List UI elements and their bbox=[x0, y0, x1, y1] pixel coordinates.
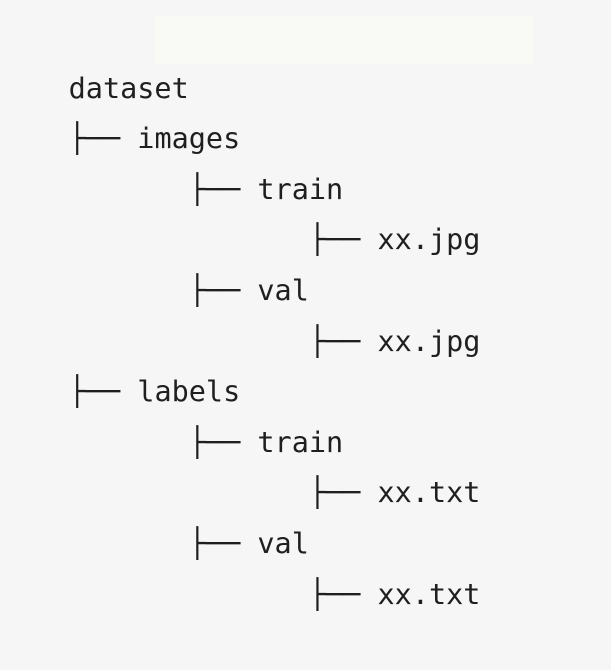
branch-connector: ├── bbox=[68, 223, 378, 256]
code-block: dataset ├── images ├── train ├── xx.jpg … bbox=[0, 14, 534, 611]
branch-connector: ├── bbox=[68, 476, 378, 509]
tree-entry-images-val: ├── val bbox=[0, 216, 309, 307]
tree-entry-labels-val: ├── val bbox=[0, 469, 309, 560]
branch-connector: ├── bbox=[68, 173, 258, 206]
branch-connector: ├── bbox=[68, 578, 378, 611]
branch-connector: ├── bbox=[68, 375, 138, 408]
tree-entry-labels-train: ├── train bbox=[0, 368, 343, 459]
file-name: xx.jpg bbox=[377, 223, 481, 256]
tree-entry-images-train: ├── train bbox=[0, 115, 343, 206]
branch-connector: ├── bbox=[68, 527, 258, 560]
branch-connector: ├── bbox=[68, 426, 258, 459]
folder-name: images bbox=[137, 122, 241, 155]
tree-entry-images: ├── images bbox=[0, 64, 241, 155]
branch-connector: ├── bbox=[68, 325, 378, 358]
tree-root: dataset bbox=[0, 14, 189, 105]
tree-entry-images-train-file: ├── xx.jpg bbox=[0, 165, 481, 256]
tree-entry-labels-train-file: ├── xx.txt bbox=[0, 418, 481, 509]
file-name: xx.jpg bbox=[377, 325, 481, 358]
folder-name: train bbox=[257, 426, 344, 459]
tree-entry-images-val-file: ├── xx.jpg bbox=[0, 267, 481, 358]
tree-entry-labels: ├── labels bbox=[0, 317, 241, 408]
folder-name: val bbox=[257, 274, 309, 307]
folder-name: val bbox=[257, 527, 309, 560]
line-highlight bbox=[154, 16, 534, 64]
tree-root-label: dataset bbox=[68, 72, 189, 105]
file-name: xx.txt bbox=[377, 578, 481, 611]
branch-connector: ├── bbox=[68, 122, 138, 155]
folder-name: train bbox=[257, 173, 344, 206]
folder-name: labels bbox=[137, 375, 241, 408]
branch-connector: ├── bbox=[68, 274, 258, 307]
file-name: xx.txt bbox=[377, 476, 481, 509]
tree-entry-labels-val-file: ├── xx.txt bbox=[0, 520, 481, 611]
